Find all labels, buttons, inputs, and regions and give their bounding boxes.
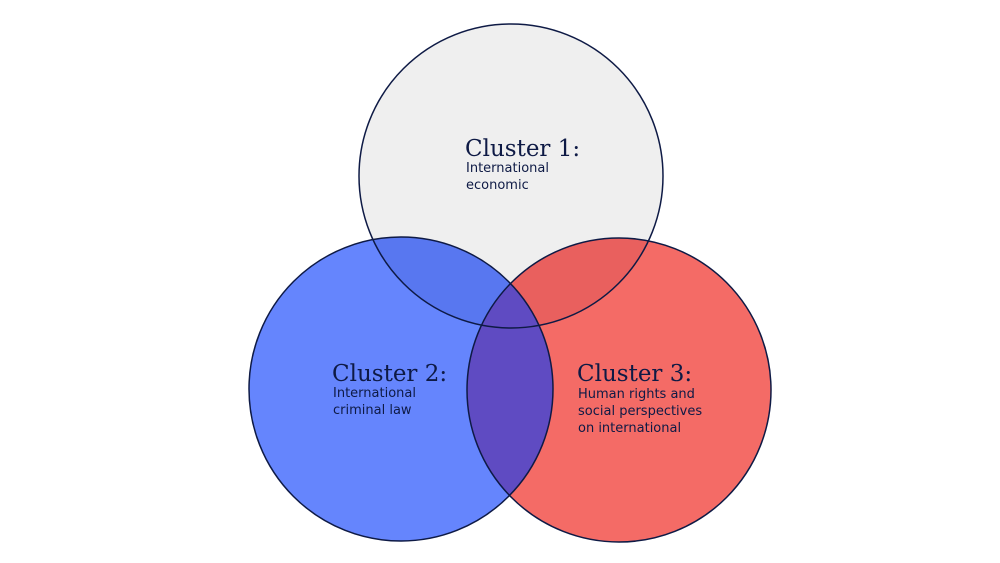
cluster-1-desc-line-1: International	[466, 161, 549, 176]
cluster-2-title: Cluster 2:	[332, 361, 447, 387]
cluster-2-outline	[248, 236, 554, 542]
cluster-1-desc-line-2: economic	[466, 178, 529, 193]
cluster-3-desc-line-2: social perspectives	[578, 404, 702, 419]
overlap-cluster-1-3	[467, 238, 663, 328]
cluster-3-desc-line-3: on international	[578, 421, 681, 436]
cluster-3-desc-line-1: Human rights and	[578, 387, 695, 402]
cluster-1-title: Cluster 1:	[465, 136, 580, 162]
overlap-cluster-1-2	[359, 237, 553, 328]
cluster-3-title: Cluster 3:	[577, 361, 692, 387]
cluster-2-desc-line-1: International	[333, 386, 416, 401]
cluster-1-outline	[358, 23, 664, 329]
cluster-3-outline	[466, 237, 772, 543]
cluster-2-desc-line-2: criminal law	[333, 403, 412, 418]
